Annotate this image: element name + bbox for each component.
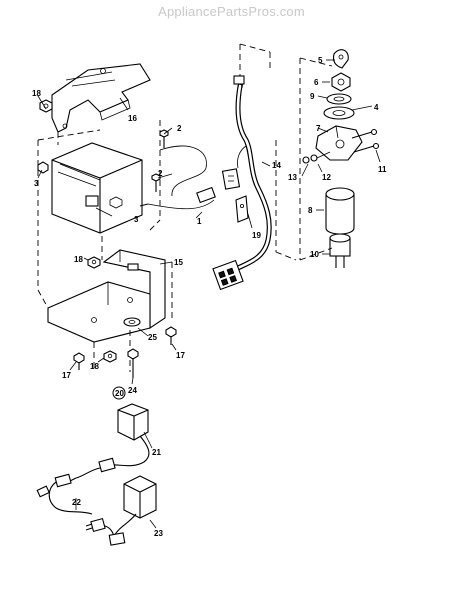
callout-20-circled: 20 <box>112 386 126 400</box>
screw-2-lower <box>151 173 161 192</box>
cable-22 <box>36 473 93 515</box>
callout-3-right: 3 <box>134 215 139 224</box>
nut-18-middle <box>87 256 101 269</box>
callout-25: 25 <box>148 333 157 342</box>
callout-17-left: 17 <box>62 371 71 380</box>
bezel-4 <box>323 106 355 120</box>
callout-18-bottom: 18 <box>90 362 99 371</box>
charger-23 <box>85 475 157 546</box>
screws-11 <box>351 128 380 153</box>
washer-25 <box>123 317 141 327</box>
washers-12-13 <box>302 151 331 164</box>
callout-7: 7 <box>316 124 321 133</box>
plug-connector-mid <box>98 457 116 473</box>
solenoid-8 <box>325 187 355 235</box>
screw-17-left <box>73 352 85 370</box>
callout-3-left: 3 <box>34 179 39 188</box>
callout-1: 1 <box>197 217 202 226</box>
callout-2-upper: 2 <box>177 124 182 133</box>
callout-12: 12 <box>322 173 331 182</box>
callout-6: 6 <box>314 78 319 87</box>
harness-plug-upper <box>221 168 241 190</box>
screw-2-upper <box>159 129 169 148</box>
callout-17-right: 17 <box>176 351 185 360</box>
callout-20: 20 <box>115 389 124 398</box>
battery-box <box>51 142 143 234</box>
callout-10: 10 <box>310 250 319 259</box>
battery-tray-bracket <box>47 249 166 343</box>
callout-labels: 1 2 2 3 3 4 5 6 7 8 9 10 11 12 13 14 15 … <box>32 56 387 538</box>
battery-cable <box>139 145 216 210</box>
switch-10 <box>329 233 351 268</box>
main-harness <box>233 75 272 271</box>
callout-23: 23 <box>154 529 163 538</box>
callout-18-middle: 18 <box>74 255 83 264</box>
callout-13: 13 <box>288 173 297 182</box>
key-5 <box>332 49 349 69</box>
callout-16: 16 <box>128 114 137 123</box>
nut-6 <box>331 72 351 92</box>
switch-plate-7 <box>315 125 363 161</box>
callout-9: 9 <box>310 92 315 101</box>
callout-24: 24 <box>128 386 137 395</box>
callout-8: 8 <box>308 206 313 215</box>
callout-22: 22 <box>72 498 81 507</box>
screw-17-right <box>165 326 177 345</box>
callout-14: 14 <box>272 161 281 170</box>
callout-4: 4 <box>374 103 379 112</box>
callout-11: 11 <box>378 165 387 174</box>
harness-connector-lower <box>212 259 244 291</box>
callout-19: 19 <box>252 231 261 240</box>
callout-2-lower: 2 <box>158 169 163 178</box>
callout-15: 15 <box>174 258 183 267</box>
washer-9 <box>326 93 352 105</box>
bolt-24 <box>127 348 139 378</box>
callout-18-top: 18 <box>32 89 41 98</box>
watermark-text: AppliancePartsPros.com <box>158 4 305 19</box>
nut-18-bottom <box>103 350 117 363</box>
callout-21: 21 <box>152 448 161 457</box>
clip-19 <box>235 195 249 223</box>
callout-5: 5 <box>318 56 323 65</box>
charger-21 <box>103 403 150 467</box>
nut-18-top <box>39 99 53 113</box>
leader-lines <box>37 59 381 529</box>
battery-terminal-screw <box>37 161 49 174</box>
